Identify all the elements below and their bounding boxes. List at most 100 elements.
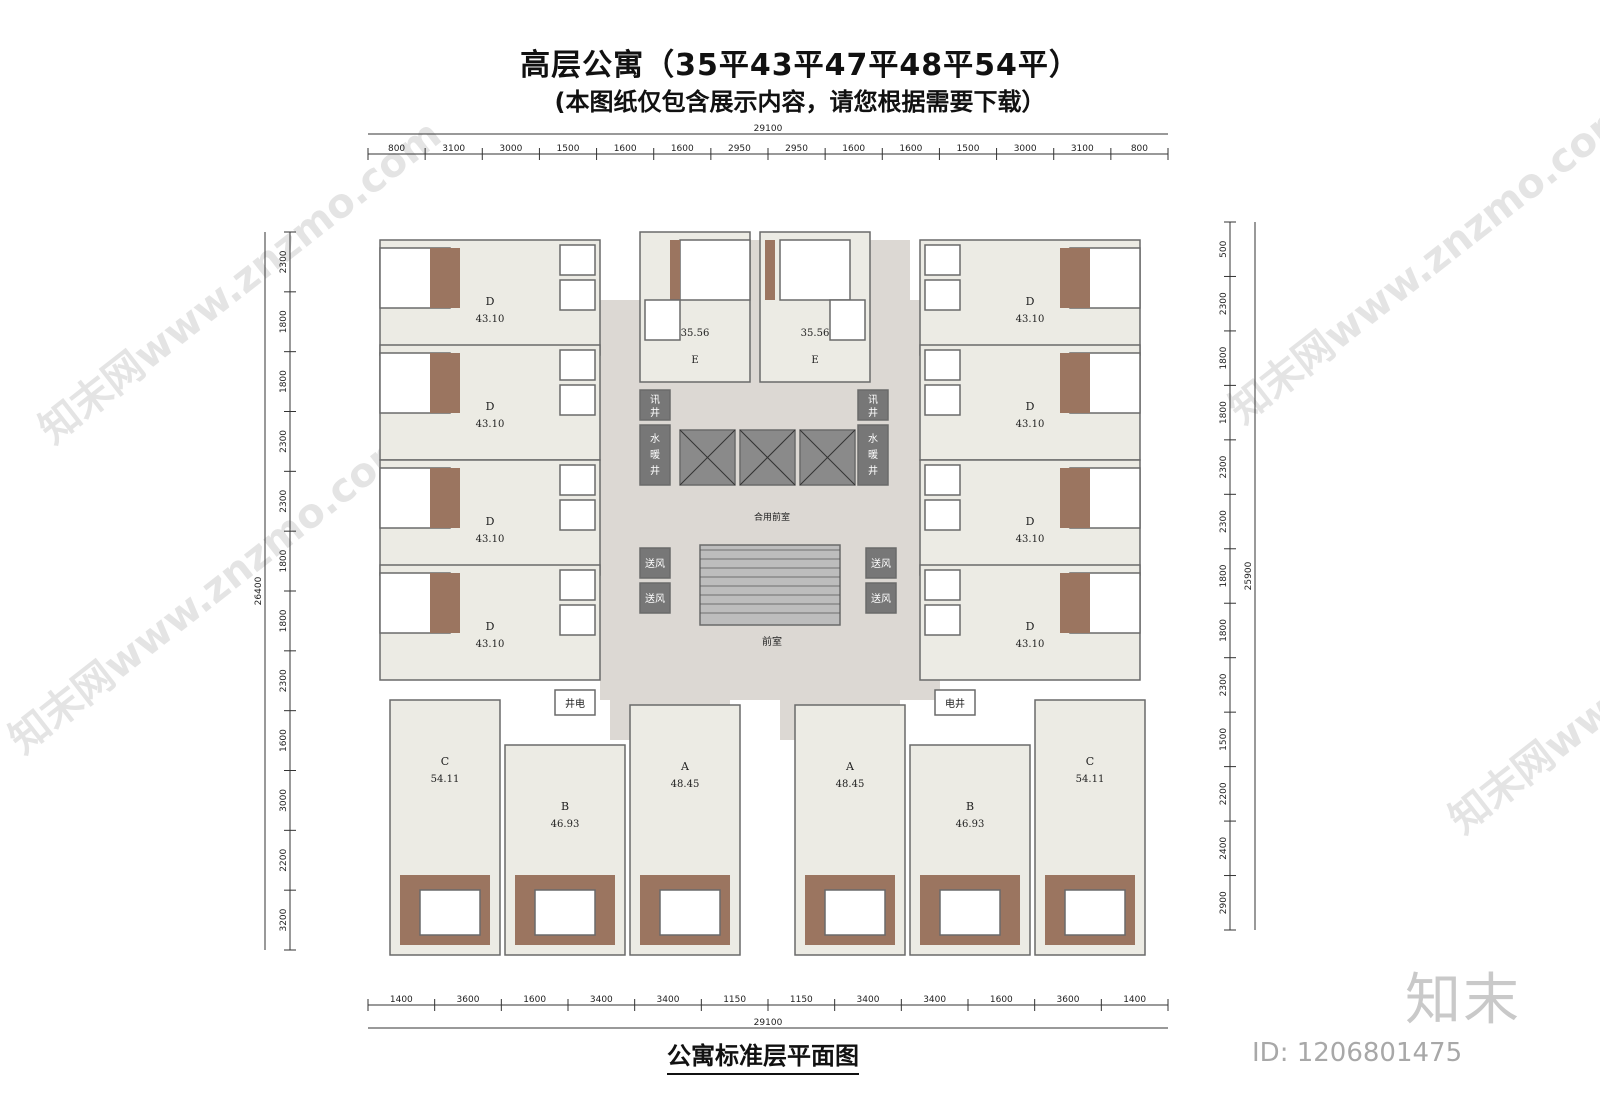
- unit-d-bathroom: [559, 569, 596, 601]
- shaft-label: 井: [650, 464, 660, 477]
- left-dim-label: 1800: [279, 310, 289, 333]
- top-dim-label: 1500: [957, 144, 980, 154]
- unit-d-bedroom-floor: [430, 248, 460, 308]
- bottom-dim-label: 3400: [590, 995, 613, 1005]
- supply-air-shaft: [639, 547, 671, 579]
- drawing-title: 高层公寓（35平43平47平48平54平）: [520, 48, 1080, 83]
- unit-b-label: B: [561, 800, 569, 813]
- unit-d-area: 43.10: [476, 419, 505, 430]
- unit-e-bedroom-floor: [765, 240, 775, 300]
- left-dim-label: 1800: [279, 370, 289, 393]
- bottom-dim-label: 1150: [723, 995, 746, 1005]
- unit-d-bathroom: [559, 349, 596, 381]
- left-dim-label: 3000: [279, 789, 289, 812]
- unit-a-area: 48.45: [836, 779, 865, 790]
- bottom-dim-label: 1150: [790, 995, 813, 1005]
- left-dim-label: 1600: [279, 729, 289, 752]
- unit-e-bedroom-floor: [670, 240, 680, 300]
- unit-d-label: D: [486, 515, 495, 528]
- unit-d-label: D: [486, 620, 495, 633]
- water-shaft-left: [639, 424, 671, 486]
- unit-d-area: 43.10: [1016, 534, 1045, 545]
- plan-caption: 公寓标准层平面图: [667, 1036, 859, 1075]
- unit-d-area: 43.10: [476, 534, 505, 545]
- unit-d-kitchen: [924, 384, 961, 416]
- unit-d-label: D: [1026, 400, 1035, 413]
- unit-d-label: D: [486, 295, 495, 308]
- supply-air-label: 送风: [645, 592, 665, 605]
- unit-b-bed: [534, 889, 596, 936]
- unit-e-bed: [679, 239, 751, 301]
- unit-a-label: A: [845, 760, 855, 773]
- bottom-dim-label: 1400: [390, 995, 413, 1005]
- top-dim-total: 29100: [754, 124, 783, 134]
- right-dim-label: 2200: [1219, 782, 1229, 805]
- top-dim-label: 2950: [785, 144, 808, 154]
- unit-d-area: 43.10: [476, 639, 505, 650]
- shaft-label: 井: [868, 406, 878, 419]
- elevator-cross: [739, 429, 796, 486]
- unit-d-area: 43.10: [1016, 639, 1045, 650]
- left-dim-label: 1800: [279, 549, 289, 572]
- left-dim-label: 2200: [279, 849, 289, 872]
- stair: [699, 544, 841, 626]
- unit-d-kitchen: [559, 604, 596, 636]
- bottom-dim-label: 3400: [657, 995, 680, 1005]
- unit-d-bedroom-floor: [430, 573, 460, 633]
- unit-d-bathroom: [924, 569, 961, 601]
- top-dim-label: 1600: [614, 144, 637, 154]
- unit-a-bed: [659, 889, 721, 936]
- left-dim-label: 3200: [279, 908, 289, 931]
- unit-e-bathroom: [644, 299, 681, 341]
- unit-d-area: 43.10: [1016, 314, 1045, 325]
- top-dim-label: 3000: [1014, 144, 1037, 154]
- top-dim-label: 1600: [899, 144, 922, 154]
- bottom-dim-label: 3600: [1057, 995, 1080, 1005]
- top-dim-label: 3100: [1071, 144, 1094, 154]
- unit-d-bedroom-floor: [1060, 353, 1090, 413]
- shaft-label: 讯: [868, 394, 878, 406]
- shaft-label: 讯: [650, 394, 660, 406]
- right-dim-label: 1800: [1219, 619, 1229, 642]
- shaft-label: 暖: [868, 448, 878, 461]
- unit-d-bedroom-floor: [1060, 468, 1090, 528]
- unit-d-area: 43.10: [476, 314, 505, 325]
- bottom-dim-label: 1600: [523, 995, 546, 1005]
- unit-d-kitchen: [924, 279, 961, 311]
- comm-shaft-left: [639, 389, 671, 421]
- right-dim-label: 1800: [1219, 564, 1229, 587]
- unit-e-label: E: [691, 355, 698, 366]
- supply-air-shaft: [865, 582, 897, 614]
- unit-c-bed: [419, 889, 481, 936]
- right-dim-label: 500: [1219, 240, 1229, 257]
- top-dim-label: 2950: [728, 144, 751, 154]
- unit-d-bedroom-floor: [430, 353, 460, 413]
- unit-a-label: A: [680, 760, 690, 773]
- right-dim-label: 1800: [1219, 401, 1229, 424]
- unit-d-kitchen: [559, 279, 596, 311]
- left-dim-label: 1800: [279, 609, 289, 632]
- shaft-label: 暖: [650, 448, 660, 461]
- unit-d-label: D: [1026, 515, 1035, 528]
- unit-c-bed: [1064, 889, 1126, 936]
- unit-d-bathroom: [559, 244, 596, 276]
- right-dim-label: 1500: [1219, 728, 1229, 751]
- unit-b-area: 46.93: [551, 819, 580, 830]
- left-dim-total: 26400: [254, 576, 264, 605]
- unit-e-bathroom: [829, 299, 866, 341]
- unit-d-area: 43.10: [1016, 419, 1045, 430]
- bottom-dim-label: 1600: [990, 995, 1013, 1005]
- right-dim-label: 2300: [1219, 673, 1229, 696]
- top-dim-label: 800: [388, 144, 405, 154]
- unit-e-area: 35.56: [681, 328, 710, 339]
- unit-d-label: D: [1026, 295, 1035, 308]
- unit-c-label: C: [441, 755, 449, 768]
- unit-d-bedroom-floor: [1060, 573, 1090, 633]
- unit-a-area: 48.45: [671, 779, 700, 790]
- shaft-label: 水: [868, 433, 878, 445]
- unit-b-area: 46.93: [956, 819, 985, 830]
- unit-c-area: 54.11: [431, 774, 460, 785]
- right-dim-label: 2300: [1219, 455, 1229, 478]
- unit-d-kitchen: [924, 499, 961, 531]
- bottom-dim-label: 3400: [923, 995, 946, 1005]
